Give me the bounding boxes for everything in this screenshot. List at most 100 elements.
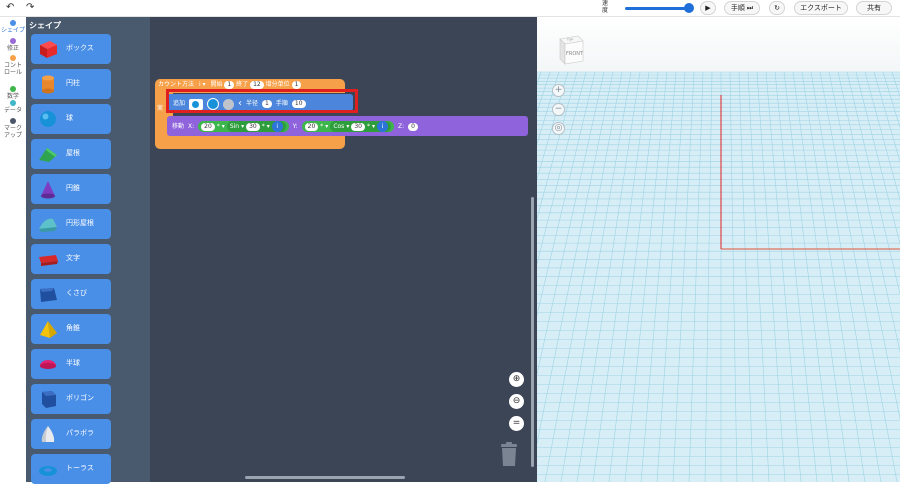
x-label: X:: [188, 122, 195, 130]
cube-front-label: FRONT: [566, 51, 584, 57]
shape-block-roof[interactable]: 屋根: [31, 139, 111, 169]
sin-value-input[interactable]: 30: [246, 122, 260, 131]
trash-icon[interactable]: [500, 442, 518, 466]
end-label: 終了: [236, 81, 249, 88]
cos-value-input[interactable]: 30: [351, 122, 365, 131]
shape-block-box[interactable]: ボックス: [31, 34, 111, 64]
move-block[interactable]: 移動 X: 20 *▾ Sin▾ 30 *▾ i Y: 20 *▾ Cos▾ 3…: [167, 116, 528, 136]
speed-slider-knob[interactable]: [684, 3, 694, 13]
y-expression[interactable]: 20 *▾ Cos▾ 30 *▾ i: [301, 121, 394, 132]
shape-label: 円形屋根: [66, 219, 94, 227]
sin-expression[interactable]: Sin▾ 30 *▾ i: [226, 121, 286, 132]
radius-input[interactable]: 1: [262, 100, 272, 108]
half-sphere-icon: [40, 360, 56, 369]
shape-block-paraboloid[interactable]: パラボラ: [31, 419, 111, 449]
start-label: 開始: [210, 81, 223, 88]
category-math[interactable]: 数学: [0, 86, 26, 100]
loop-variable-reporter[interactable]: i: [271, 121, 283, 132]
text-icon: [39, 255, 58, 266]
cos-expression[interactable]: Cos▾ 30 *▾ i: [330, 121, 391, 132]
shape-block-torus[interactable]: トーラス: [31, 454, 111, 484]
loop-variable-reporter[interactable]: i: [376, 121, 388, 132]
reset-button[interactable]: ↻: [769, 1, 785, 15]
workplane-grid: [537, 17, 900, 482]
steps-label: 手順: [275, 100, 288, 107]
viewport-zoom-in-button[interactable]: +: [552, 84, 565, 97]
category-label: 数学: [6, 93, 19, 100]
play-icon: ▶: [705, 4, 711, 12]
plus-icon: +: [554, 85, 563, 95]
export-button[interactable]: エクスポート: [794, 1, 848, 15]
code-workspace[interactable]: カウント方法 i ▾ 開始 1 終了 12 增分单位 1 実 追加 ‹ 半径 1…: [150, 17, 537, 482]
shape-block-half-sphere[interactable]: 半球: [31, 349, 111, 379]
workspace-scrollbar-horizontal[interactable]: [245, 476, 405, 479]
shape-label: ボックス: [66, 44, 94, 52]
shapes-flyout: シェイプ ボックス 円柱 球 屋根 円錐 円形屋根 文字 くさび 角錐 半球: [26, 17, 173, 484]
shape-block-round-roof[interactable]: 円形屋根: [31, 209, 111, 239]
sphere-icon: [192, 100, 200, 108]
workspace-scrollbar-vertical[interactable]: [531, 197, 534, 467]
add-label: 追加: [173, 100, 186, 107]
start-input[interactable]: 1: [224, 81, 235, 89]
category-data[interactable]: データ: [0, 100, 26, 114]
loop-variable-dropdown[interactable]: i ▾: [195, 81, 209, 89]
color-swatch[interactable]: [207, 98, 220, 110]
radius-label: 半径: [246, 100, 259, 107]
category-dot-icon: [10, 55, 16, 61]
shape-block-wedge[interactable]: くさび: [31, 279, 111, 309]
play-button[interactable]: ▶: [700, 1, 716, 15]
shape-label: 角錐: [66, 324, 80, 332]
zoom-reset-icon: =: [512, 418, 521, 428]
x-value-input[interactable]: 20: [201, 122, 215, 131]
highlight-annotation: [166, 89, 358, 113]
sin-label: Sin: [229, 122, 240, 130]
step-input[interactable]: 1: [291, 81, 302, 89]
shape-block-text[interactable]: 文字: [31, 244, 111, 274]
chevron-left-icon[interactable]: ‹: [238, 98, 243, 109]
3d-viewport[interactable]: TOP FRONT + − ◎: [537, 17, 900, 482]
x-expression[interactable]: 20 *▾ Sin▾ 30 *▾ i: [198, 121, 289, 132]
cos-operator: *: [366, 122, 370, 130]
undo-icon[interactable]: ↶: [6, 2, 15, 13]
zoom-in-button[interactable]: ⊕: [509, 372, 524, 387]
shape-block-pyramid[interactable]: 角錐: [31, 314, 111, 344]
shape-label: くさび: [66, 289, 87, 297]
shape-block-cone[interactable]: 円錐: [31, 174, 111, 204]
shape-label: トーラス: [66, 464, 94, 472]
flyout-title: シェイプ: [29, 21, 61, 30]
category-modify[interactable]: 修正: [0, 38, 26, 52]
cube-top-label: TOP: [566, 38, 573, 42]
step-button[interactable]: 手順 ⏭: [724, 1, 760, 15]
reset-icon: ↻: [774, 4, 780, 12]
wedge-icon: [40, 288, 57, 302]
viewport-zoom-out-button[interactable]: −: [552, 103, 565, 116]
hole-toggle-icon[interactable]: [223, 98, 235, 110]
shape-selector[interactable]: [189, 98, 204, 110]
y-value-input[interactable]: 20: [304, 122, 319, 131]
redo-icon[interactable]: ↷: [26, 2, 35, 13]
zoom-out-button[interactable]: ⊖: [509, 394, 524, 409]
end-input[interactable]: 12: [250, 81, 264, 89]
category-label: データ: [3, 107, 22, 114]
shape-block-polygon[interactable]: ポリゴン: [31, 384, 111, 414]
shape-block-cylinder[interactable]: 円柱: [31, 69, 111, 99]
share-button[interactable]: 共有: [856, 1, 892, 15]
category-markup[interactable]: マークアップ: [0, 118, 26, 139]
z-value-input[interactable]: 0: [408, 122, 418, 131]
steps-input[interactable]: 10: [291, 100, 306, 108]
category-shapes[interactable]: シェイプ: [0, 20, 26, 34]
step-forward-icon: ⏭: [746, 3, 754, 12]
round-roof-icon: [39, 218, 57, 232]
viewport-home-button[interactable]: ◎: [552, 122, 565, 135]
add-shape-block[interactable]: 追加 ‹ 半径 1 手順 10: [167, 94, 353, 111]
category-control[interactable]: コントロール: [0, 55, 26, 76]
zoom-reset-button[interactable]: =: [509, 416, 524, 431]
shape-block-sphere[interactable]: 球: [31, 104, 111, 134]
speed-slider[interactable]: [625, 7, 689, 10]
category-dot-icon: [10, 118, 16, 124]
zoom-out-icon: ⊖: [512, 396, 521, 406]
view-cube-icon[interactable]: TOP FRONT: [554, 33, 587, 66]
category-dot-icon: [10, 38, 16, 44]
count-loop-header: カウント方法 i ▾ 開始 1 終了 12 增分单位 1: [158, 81, 302, 89]
category-label: 修正: [6, 45, 19, 52]
